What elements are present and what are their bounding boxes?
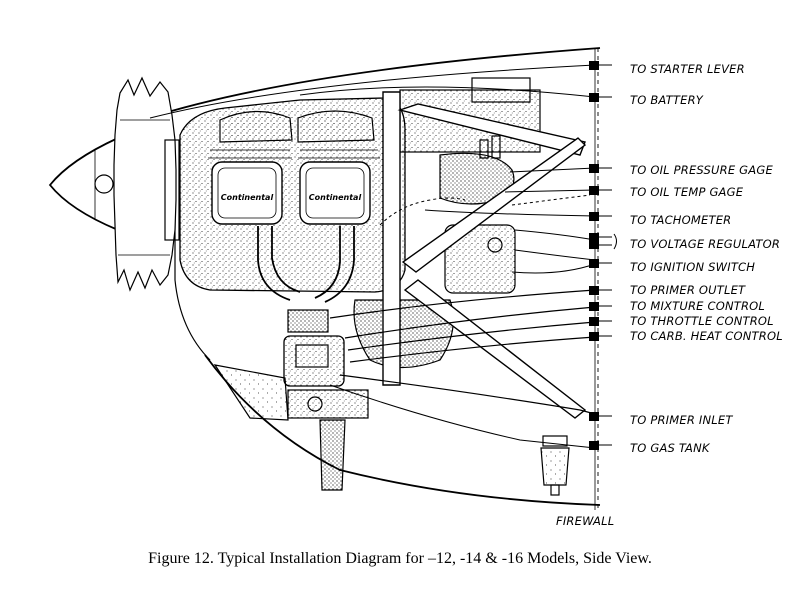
valve-cover-logo-2: Continental: [309, 193, 362, 202]
label-starter-lever: TO STARTER LEVER: [630, 62, 745, 76]
figure-caption: Figure 12. Typical Installation Diagram …: [148, 550, 652, 567]
label-gas-tank: TO GAS TANK: [630, 441, 711, 455]
air-scoop: [213, 364, 289, 421]
label-oil-temp-gage: TO OIL TEMP GAGE: [630, 185, 744, 199]
engine-mount: [382, 91, 587, 419]
label-primer-outlet: TO PRIMER OUTLET: [630, 283, 746, 297]
spinner: [48, 137, 119, 231]
label-throttle-control: TO THROTTLE CONTROL: [630, 314, 774, 328]
label-ignition-switch: TO IGNITION SWITCH: [630, 260, 755, 274]
propeller-disc: [113, 76, 180, 292]
carburetor: [283, 309, 369, 491]
label-firewall: FIREWALL: [556, 514, 614, 528]
label-primer-inlet: TO PRIMER INLET: [630, 413, 733, 427]
label-mixture-control: TO MIXTURE CONTROL: [630, 299, 765, 313]
control-lines: [149, 64, 596, 449]
label-oil-pressure-gage: TO OIL PRESSURE GAGE: [630, 163, 773, 177]
firewall-line: [594, 48, 599, 510]
valve-cover-logo-1: Continental: [221, 193, 274, 202]
label-carb-heat-control: TO CARB. HEAT CONTROL: [630, 329, 783, 343]
label-voltage-regulator: TO VOLTAGE REGULATOR: [630, 237, 780, 251]
label-tachometer: TO TACHOMETER: [630, 213, 731, 227]
accessory-section: [399, 77, 541, 294]
firewall-stubs: [599, 64, 617, 446]
callout-labels: TO STARTER LEVER TO BATTERY TO OIL PRESS…: [556, 62, 783, 528]
fuel-strainer: [540, 435, 570, 496]
firewall-fittings: [589, 61, 599, 450]
engine-block: Continental Continental: [179, 97, 406, 303]
label-battery: TO BATTERY: [630, 93, 704, 107]
